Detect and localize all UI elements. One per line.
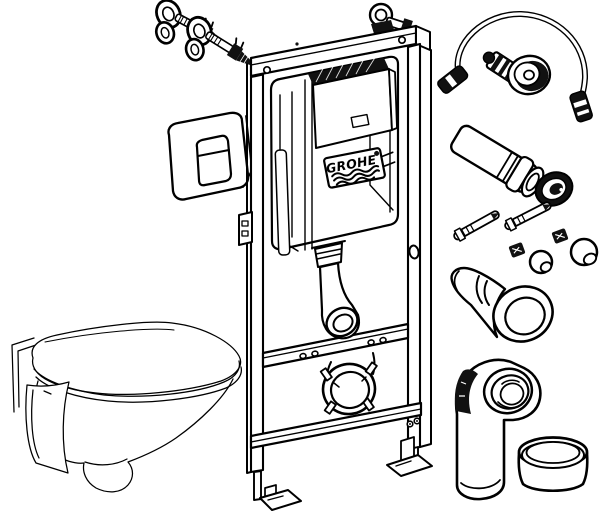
adjustable-foot-left <box>253 470 302 511</box>
flush-pipe-connector-sleeve <box>450 266 554 343</box>
wall-anchor-bolt-2 <box>184 15 253 65</box>
threaded-stud-2 <box>504 201 552 232</box>
grohe-logo-label: GROHE <box>323 147 396 189</box>
lower-cross-rail <box>249 401 423 450</box>
flush-pipe-extension <box>450 124 545 198</box>
wall-anchor-bolts <box>154 0 253 65</box>
mounting-plate-edge <box>11 337 35 413</box>
toilet-lid-top <box>31 321 242 395</box>
seal-socket-ring <box>534 171 574 207</box>
flush-button-divider <box>197 149 230 157</box>
adjustable-foot-right <box>386 436 433 477</box>
wall-hung-toilet-bowl <box>11 321 243 493</box>
registered-mark-dot <box>374 150 380 156</box>
fixing-ear <box>408 244 420 260</box>
bowl-side-panel <box>25 381 70 474</box>
mid-cross-rail <box>261 322 410 369</box>
anchor-tab <box>238 211 253 246</box>
flush-bend-pipe <box>311 240 360 340</box>
hex-nut-1 <box>508 242 526 258</box>
hose-fitting-left <box>437 65 469 94</box>
dome-cover-cap-2 <box>569 237 599 267</box>
hex-nut-2 <box>551 228 569 244</box>
frame-right-upright <box>406 42 432 451</box>
threaded-stud-1 <box>453 210 500 242</box>
inspection-window <box>308 54 398 149</box>
logo-waves <box>331 164 380 186</box>
angle-valve-with-rosette <box>482 51 552 96</box>
installation-frame: GROHE <box>238 2 433 511</box>
flush-button <box>195 134 233 187</box>
waste-outlet-bracket <box>319 352 378 416</box>
protective-cap <box>517 436 589 492</box>
hose-fitting-right <box>569 90 593 123</box>
frame-left-upright <box>238 63 265 474</box>
dome-cover-cap-1 <box>528 249 554 275</box>
frame-top-rail <box>249 24 431 78</box>
dual-flush-actuation-plate <box>167 111 253 201</box>
outlet-elbow <box>454 358 542 501</box>
flexible-supply-hose <box>437 10 593 123</box>
